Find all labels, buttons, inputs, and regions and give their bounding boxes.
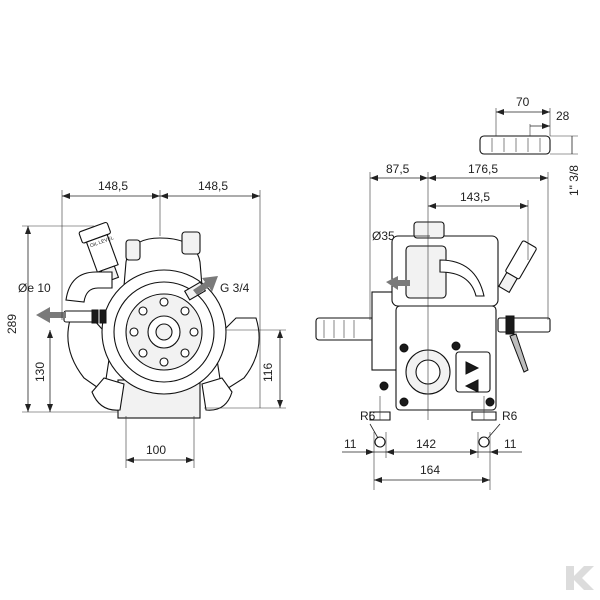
dim-side-depth: 143,5 bbox=[460, 190, 490, 204]
dim-side-offset-left: 87,5 bbox=[386, 162, 410, 176]
side-bolt bbox=[379, 381, 389, 391]
side-flow-arrow-icon bbox=[464, 379, 479, 393]
inlet-arrow-icon bbox=[36, 307, 66, 323]
front-bolt-hole bbox=[180, 348, 190, 358]
dim-front-left-width: 148,5 bbox=[98, 179, 128, 193]
side-valve-block bbox=[455, 351, 491, 393]
dim-inlet-diameter: Øe 10 bbox=[18, 281, 51, 295]
front-lower-left-lobe bbox=[91, 377, 125, 411]
dim-shaft-diameter: Ø35 bbox=[372, 229, 395, 243]
front-bolt-hole bbox=[159, 297, 169, 307]
dim-spline-length: 28 bbox=[556, 109, 570, 123]
side-flow-arrow-icon bbox=[465, 361, 480, 375]
side-bolt bbox=[399, 397, 409, 407]
dim-hole-spacing: 142 bbox=[416, 437, 436, 451]
side-bolt bbox=[399, 343, 409, 353]
front-inlet-collar bbox=[91, 309, 99, 324]
front-bolt-hole bbox=[180, 306, 190, 316]
side-right-nozzle-collar bbox=[505, 315, 515, 335]
side-hole-right bbox=[478, 436, 490, 448]
outlet-arrow-icon bbox=[193, 276, 218, 295]
dim-hole-radius-right: R6 bbox=[502, 409, 518, 423]
dim-base-width: 100 bbox=[146, 443, 166, 457]
dim-outlet-thread: G 3/4 bbox=[220, 281, 250, 295]
front-bolt-hole bbox=[138, 348, 148, 358]
dim-side-offset-right: 176,5 bbox=[468, 162, 498, 176]
oil-level-cap bbox=[78, 221, 120, 283]
front-top-cap-left bbox=[125, 239, 141, 261]
front-lower-right-lobe bbox=[201, 377, 233, 411]
front-left-lobe bbox=[67, 317, 113, 393]
front-dimensions: 148,5 148,5 289 130 Øe 10 G 3/4 116 100 bbox=[5, 179, 286, 468]
side-valve-handle bbox=[509, 333, 529, 373]
front-shaft-center bbox=[155, 323, 173, 341]
front-bolt-hole bbox=[189, 327, 199, 337]
shaft-detail: 70 28 1" 3/8 bbox=[479, 95, 581, 196]
front-bolt-hole bbox=[159, 357, 169, 367]
dim-hole-radius-left: R6 bbox=[360, 409, 376, 423]
dim-front-right-width: 148,5 bbox=[198, 179, 228, 193]
front-top-cap-right bbox=[181, 231, 201, 255]
dim-overall-height: 289 bbox=[5, 314, 19, 334]
dim-shaft-length: 70 bbox=[516, 95, 530, 109]
front-bolt-hole bbox=[138, 306, 148, 316]
side-view bbox=[315, 221, 551, 421]
side-hole-left bbox=[374, 436, 386, 448]
dim-spline-size: 1" 3/8 bbox=[567, 165, 581, 196]
dim-slot-right: 11 bbox=[504, 437, 517, 451]
shaft-detail-body bbox=[479, 135, 551, 155]
side-bolt bbox=[451, 341, 461, 351]
front-inlet-collar bbox=[99, 309, 107, 324]
side-inlet-arrow-icon bbox=[386, 276, 410, 290]
dim-slot-left: 11 bbox=[344, 437, 357, 451]
brand-logo-k-icon bbox=[566, 566, 594, 590]
front-inlet-nozzle bbox=[63, 310, 95, 323]
side-drive-shaft bbox=[315, 317, 375, 341]
front-view: OIL LEVEL bbox=[36, 221, 260, 419]
dim-outlet-height: 130 bbox=[33, 362, 47, 382]
front-inlet-elbow bbox=[65, 271, 113, 303]
dim-base-height: 116 bbox=[261, 363, 275, 382]
side-elbow-pipe bbox=[439, 259, 485, 297]
dim-foot-width: 164 bbox=[420, 463, 440, 477]
brand-logo bbox=[566, 566, 594, 590]
side-top-cap bbox=[413, 221, 445, 239]
front-bolt-hole bbox=[129, 327, 139, 337]
side-bolt bbox=[485, 397, 495, 407]
side-right-fitting bbox=[498, 240, 537, 294]
side-dimensions: 87,5 176,5 143,5 Ø35 70 28 bbox=[342, 95, 581, 490]
